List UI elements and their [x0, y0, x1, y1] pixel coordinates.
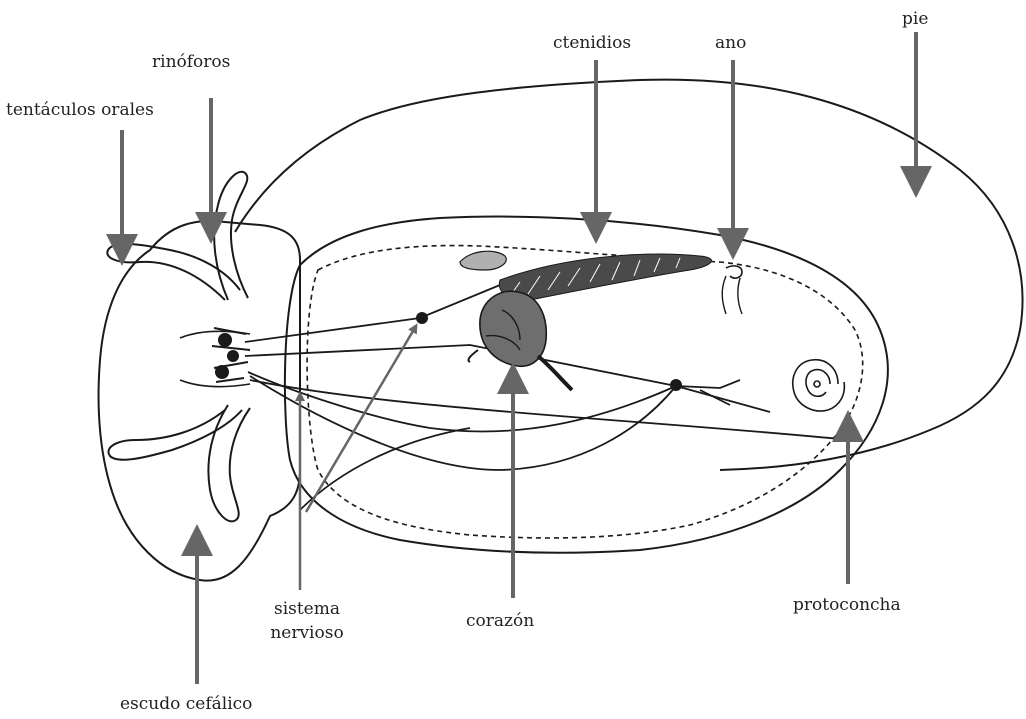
nervous-system-lines — [245, 285, 850, 510]
heart — [480, 291, 546, 366]
label-sistema-line2: nervioso — [262, 621, 352, 645]
cephalic-shield-outline — [99, 221, 300, 581]
label-escudo-cefalico: escudo cefálico — [120, 692, 252, 716]
anal-duct — [722, 276, 742, 314]
label-ano: ano — [715, 31, 746, 55]
label-corazon: corazón — [466, 609, 534, 633]
label-rinoforos: rinóforos — [152, 50, 230, 74]
label-protoconcha: protoconcha — [793, 593, 901, 617]
anus — [726, 266, 742, 278]
label-ctenidios: ctenidios — [553, 31, 631, 55]
heart-vessel — [468, 350, 478, 362]
osphradium — [460, 251, 506, 270]
label-pie: pie — [902, 7, 928, 31]
label-sistema-line1: sistema — [262, 597, 352, 621]
label-tentaculos-orales: tentáculos orales — [6, 98, 154, 122]
cerebral-ganglia — [212, 328, 250, 382]
pleural-ganglion — [416, 312, 428, 324]
protoconch — [793, 360, 845, 411]
arrow-sistema-ganglion — [306, 326, 416, 512]
visceral-ganglion — [670, 379, 682, 391]
nervous-system-pointers — [300, 326, 416, 590]
label-sistema-nervioso: sistema nervioso — [262, 597, 352, 645]
ctenidium — [499, 254, 711, 301]
